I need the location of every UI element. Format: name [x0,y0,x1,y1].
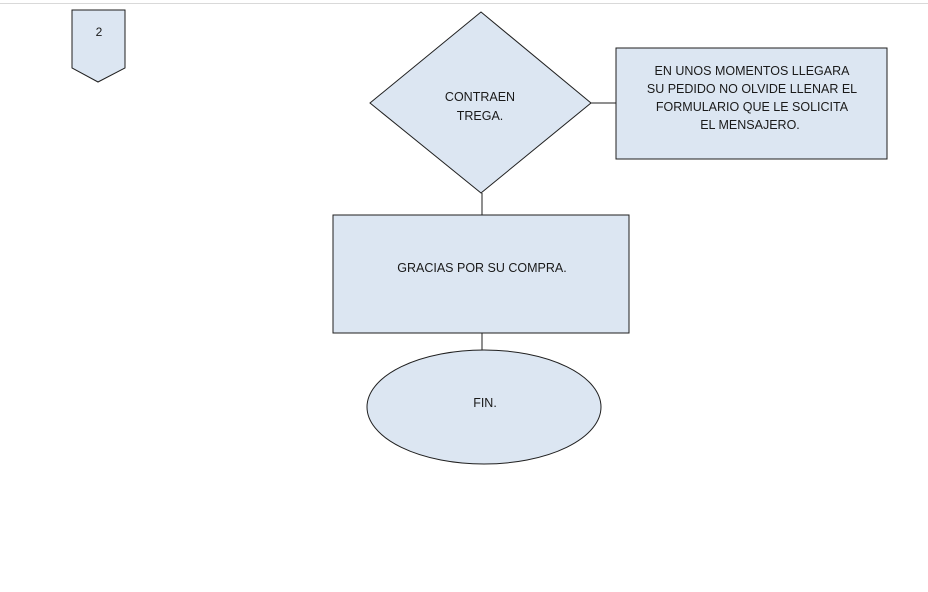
decision-label-line-2: TREGA. [457,109,504,123]
process-node[interactable]: GRACIAS POR SU COMPRA. [332,214,630,334]
message-line-3: FORMULARIO QUE LE SOLICITA [656,100,849,114]
decision-label-line-1: CONTRAEN [445,90,515,104]
message-box-shape [615,47,888,160]
process-label: GRACIAS POR SU COMPRA. [397,261,566,275]
terminal-ellipse [366,349,602,465]
terminal-label: FIN. [473,396,497,410]
decision-diamond [369,11,592,194]
offpage-connector-shape [71,9,126,83]
message-line-1: EN UNOS MOMENTOS LLEGARA [655,64,851,78]
terminal-node[interactable]: FIN. [366,349,602,465]
message-line-4: EL MENSAJERO. [700,118,800,132]
offpage-connector-label: 2 [96,25,103,39]
decision-node[interactable]: CONTRAEN TREGA. [369,11,592,194]
process-rect [332,214,630,334]
offpage-connector[interactable]: 2 [71,9,126,83]
top-border-line [0,3,928,4]
message-line-2: SU PEDIDO NO OLVIDE LLENAR EL [647,82,857,96]
message-box[interactable]: EN UNOS MOMENTOS LLEGARA SU PEDIDO NO OL… [615,47,888,160]
